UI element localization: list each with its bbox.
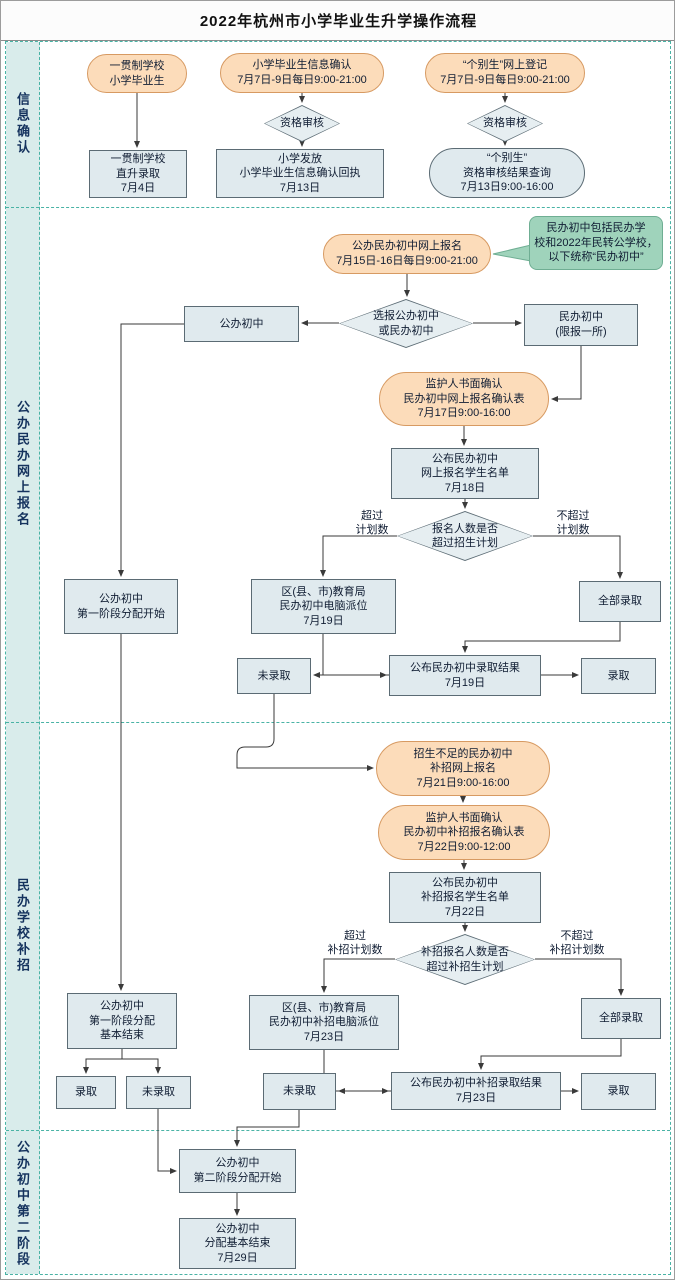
decision-choose-school: 选报公办初中 或民办初中 [339, 299, 473, 348]
step-publish-applicants: 公布民办初中 网上报名学生名单 7月18日 [391, 448, 539, 499]
start-grad-info-confirm: 小学毕业生信息确认 7月7日-9日每日9:00-21:00 [220, 53, 384, 93]
result-admitted-left: 录取 [56, 1076, 116, 1109]
step-admit-all-1: 全部录取 [579, 581, 661, 622]
result-not-admitted-2: 未录取 [263, 1073, 336, 1110]
decision-label: 报名人数是否 超过招生计划 [432, 522, 498, 549]
decision-label: 资格审核 [483, 117, 527, 130]
step-lottery: 区(县、市)教育局 民办初中电脑派位 7月19日 [251, 579, 396, 634]
page-title: 2022年杭州市小学毕业生升学操作流程 [199, 13, 478, 30]
edge-label-not-over-plan: 不超过 计划数 [556, 510, 590, 537]
step-issue-receipt: 小学发放 小学毕业生信息确认回执 7月13日 [216, 149, 384, 198]
edge-label-not-over-supp-plan: 不超过 补招计划数 [549, 930, 605, 957]
result-not-admitted-left: 未录取 [126, 1076, 191, 1109]
note-private-school-definition: 民办初中包括民办学 校和2022年民转公学校， 以下统称“民办初中” [529, 216, 663, 270]
step-supplementary-guardian-confirm: 监护人书面确认 民办初中补招报名确认表 7月22日9:00-12:00 [378, 805, 550, 860]
step-supplementary-publish-applicants: 公布民办初中 补招报名学生名单 7月22日 [389, 872, 541, 923]
step-first-stage-end: 公办初中 第一阶段分配 基本结束 [67, 993, 177, 1049]
lane-label-info-confirm: 信息确认 [15, 92, 30, 156]
start-individual-online-register: “个别生”网上登记 7月7日-9日每日9:00-21:00 [425, 53, 585, 93]
decision-label: 选报公办初中 或民办初中 [373, 310, 439, 337]
step-direct-admission: 一贯制学校 直升录取 7月4日 [89, 150, 187, 198]
step-guardian-confirm: 监护人书面确认 民办初中网上报名确认表 7月17日9:00-16:00 [379, 372, 549, 426]
decision-qualification-review-2: 资格审核 [467, 105, 543, 142]
decision-over-plan: 报名人数是否 超过招生计划 [397, 511, 533, 561]
edge-label-over-plan: 超过 计划数 [355, 510, 389, 537]
result-admitted-2: 录取 [581, 1073, 656, 1110]
lane-divider-3 [6, 1130, 670, 1131]
decision-qualification-review-1: 资格审核 [264, 105, 340, 142]
step-second-stage-start: 公办初中 第二阶段分配开始 [179, 1149, 296, 1193]
decision-supplementary-over-plan: 补招报名人数是否 超过补招生计划 [395, 934, 535, 985]
lane-label-supplementary: 民办学校补招 [15, 878, 30, 974]
note-callout-pointer [492, 244, 532, 262]
step-supplementary-apply: 招生不足的民办初中 补招网上报名 7月21日9:00-16:00 [376, 741, 550, 796]
chart-area: 信息确认 公办民办网上报名 民办学校补招 公办初中第二阶段 [5, 41, 671, 1275]
step-supplementary-lottery: 区(县、市)教育局 民办初中补招电脑派位 7月23日 [249, 995, 399, 1050]
start-consistent-school-students: 一贯制学校 小学毕业生 [87, 54, 187, 93]
edge-label-over-supp-plan: 超过 补招计划数 [327, 930, 383, 957]
step-individual-result-query: “个别生” 资格审核结果查询 7月13日9:00-16:00 [429, 148, 585, 198]
lane-label-second-stage: 公办初中第二阶段 [15, 1140, 30, 1268]
step-publish-results-1: 公布民办初中录取结果 7月19日 [389, 655, 541, 696]
title-bar: 2022年杭州市小学毕业生升学操作流程 [1, 1, 674, 41]
step-admit-all-2: 全部录取 [581, 998, 661, 1039]
lane-label-column: 信息确认 公办民办网上报名 民办学校补招 公办初中第二阶段 [6, 42, 40, 1274]
lane-divider-2 [6, 722, 670, 723]
step-private-school: 民办初中 (限报一所) [524, 304, 638, 346]
step-first-stage-start: 公办初中 第一阶段分配开始 [64, 579, 178, 634]
lane-label-online-apply: 公办民办网上报名 [15, 400, 30, 528]
decision-label: 资格审核 [280, 117, 324, 130]
decision-label: 补招报名人数是否 超过补招生计划 [421, 946, 509, 973]
step-publish-results-2: 公布民办初中补招录取结果 7月23日 [391, 1072, 561, 1110]
step-online-apply: 公办民办初中网上报名 7月15日-16日每日9:00-21:00 [323, 234, 491, 274]
lane-divider-1 [6, 207, 670, 208]
result-admitted-1: 录取 [581, 658, 656, 694]
result-not-admitted-1: 未录取 [237, 658, 311, 694]
step-public-school: 公办初中 [184, 306, 299, 342]
step-final-end: 公办初中 分配基本结束 7月29日 [179, 1218, 296, 1269]
